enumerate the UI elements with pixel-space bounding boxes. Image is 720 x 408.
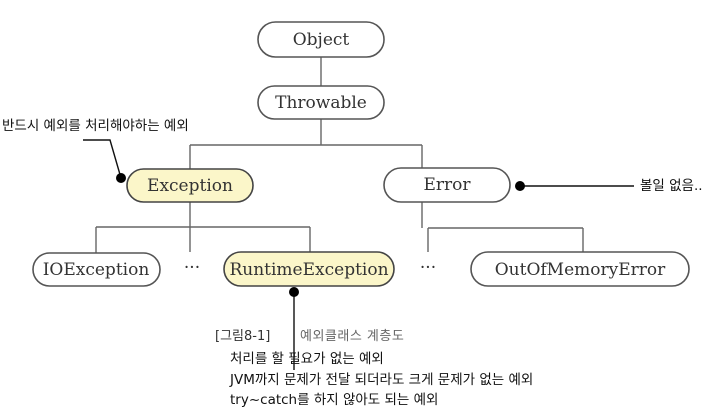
node-object-box (257, 21, 385, 58)
node-outofmemoryerror-label: OutOfMemoryError (495, 260, 666, 280)
runtime-note-2: JVM까지 문제가 전달 되더라도 크게 문제가 없는 예외 (230, 372, 534, 388)
figure-caption-title: 예외클래스 계층도 (300, 329, 405, 344)
node-ioexception-box (32, 252, 161, 287)
node-throwable: Throwable (257, 85, 385, 120)
exception-pointer-line (83, 139, 122, 179)
node-throwable-label: Throwable (275, 93, 367, 113)
runtime-note-1: 처리를 할 필요가 없는 예외 (230, 351, 384, 367)
figure-caption-tag: [그림8-1] (215, 329, 271, 344)
runtime-pointer (289, 287, 299, 370)
node-object: Object (257, 21, 385, 58)
runtime-note-3: try~catch를 하지 않아도 되는 예외 (230, 392, 439, 408)
node-exception-box (126, 168, 254, 203)
ellipsis-left: ··· (184, 258, 200, 278)
node-outofmemoryerror: OutOfMemoryError (470, 251, 690, 287)
node-error-box (383, 167, 511, 203)
error-pointer-dot (515, 181, 525, 191)
node-runtimeexception: RuntimeException (223, 251, 395, 287)
node-ioexception: IOException (32, 252, 161, 287)
node-ioexception-label: IOException (43, 260, 150, 280)
node-object-label: Object (293, 30, 350, 50)
ellipsis-right: ··· (420, 258, 436, 278)
node-error: Error (383, 167, 511, 203)
runtime-pointer-dot (289, 287, 299, 297)
error-annotation: 볼일 없음.. (640, 178, 703, 194)
node-outofmemoryerror-box (470, 251, 690, 287)
hierarchy-connectors (95, 57, 584, 253)
exception-pointer-dot (116, 173, 126, 183)
exception-pointer (83, 139, 126, 183)
error-pointer (515, 181, 634, 191)
node-error-label: Error (423, 175, 471, 195)
exception-annotation: 반드시 예외를 처리해야하는 예외 (2, 118, 189, 134)
node-exception-label: Exception (147, 176, 233, 196)
node-runtimeexception-box (223, 251, 395, 287)
node-exception: Exception (126, 168, 254, 203)
node-throwable-box (257, 85, 385, 120)
node-runtimeexception-label: RuntimeException (229, 260, 388, 280)
